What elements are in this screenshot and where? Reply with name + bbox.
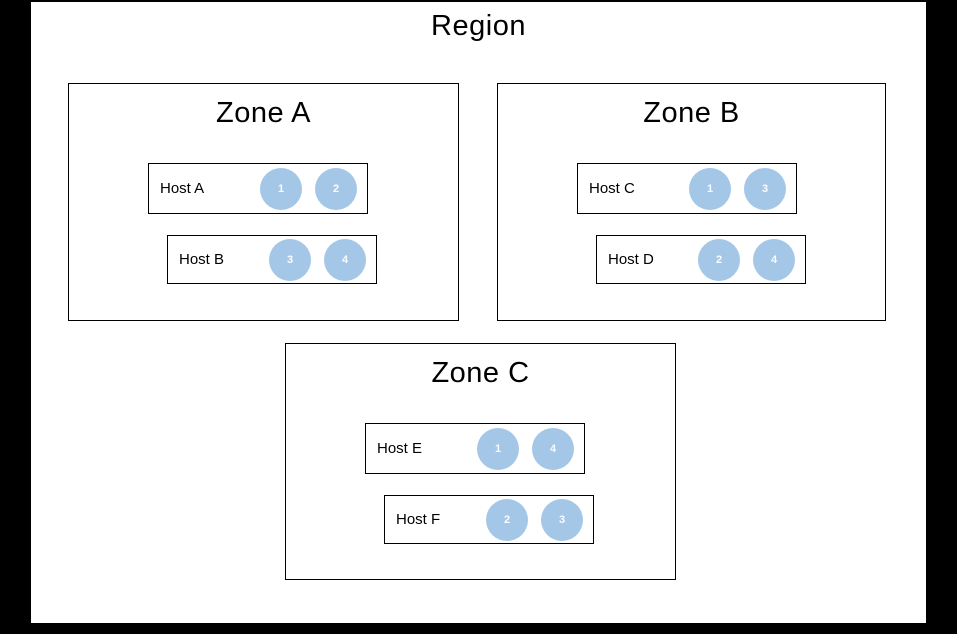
host-e-box: Host E 1 4 — [365, 423, 585, 474]
zone-a-title: Zone A — [216, 97, 311, 129]
vm-circle: 2 — [315, 167, 357, 210]
host-f-label: Host F — [396, 511, 441, 528]
vm-circle: 1 — [689, 167, 731, 210]
host-a-box: Host A 1 2 — [148, 163, 368, 214]
zone-b-box: Zone B Host C 1 3 Host D 2 4 — [497, 83, 886, 321]
vm-circle: 2 — [698, 238, 740, 281]
vm-circle: 3 — [744, 167, 786, 210]
host-b-label: Host B — [179, 251, 225, 268]
vm-circle: 3 — [269, 238, 311, 281]
host-a-label: Host A — [160, 180, 205, 197]
zone-b-title: Zone B — [643, 97, 740, 129]
host-b-vm-group: 3 4 — [269, 238, 366, 281]
host-e-vm-group: 1 4 — [477, 427, 574, 470]
zone-c-title: Zone C — [431, 357, 530, 389]
host-e-label: Host E — [377, 440, 423, 457]
host-c-label: Host C — [589, 180, 635, 197]
vm-circle: 4 — [324, 238, 366, 281]
vm-circle: 3 — [541, 498, 583, 541]
region-box: Region Zone A Host A 1 2 Host B 3 4 Zone… — [29, 0, 928, 625]
host-d-box: Host D 2 4 — [596, 235, 806, 284]
host-d-label: Host D — [608, 251, 654, 268]
zone-a-box: Zone A Host A 1 2 Host B 3 4 — [68, 83, 459, 321]
region-title: Region — [431, 10, 526, 42]
vm-circle: 4 — [753, 238, 795, 281]
host-f-box: Host F 2 3 — [384, 495, 594, 544]
host-d-vm-group: 2 4 — [698, 238, 795, 281]
vm-circle: 1 — [260, 167, 302, 210]
vm-circle: 1 — [477, 427, 519, 470]
vm-circle: 2 — [486, 498, 528, 541]
host-f-vm-group: 2 3 — [486, 498, 583, 541]
host-a-vm-group: 1 2 — [260, 167, 357, 210]
host-c-box: Host C 1 3 — [577, 163, 797, 214]
vm-circle: 4 — [532, 427, 574, 470]
host-b-box: Host B 3 4 — [167, 235, 377, 284]
zone-c-box: Zone C Host E 1 4 Host F 2 3 — [285, 343, 676, 580]
host-c-vm-group: 1 3 — [689, 167, 786, 210]
